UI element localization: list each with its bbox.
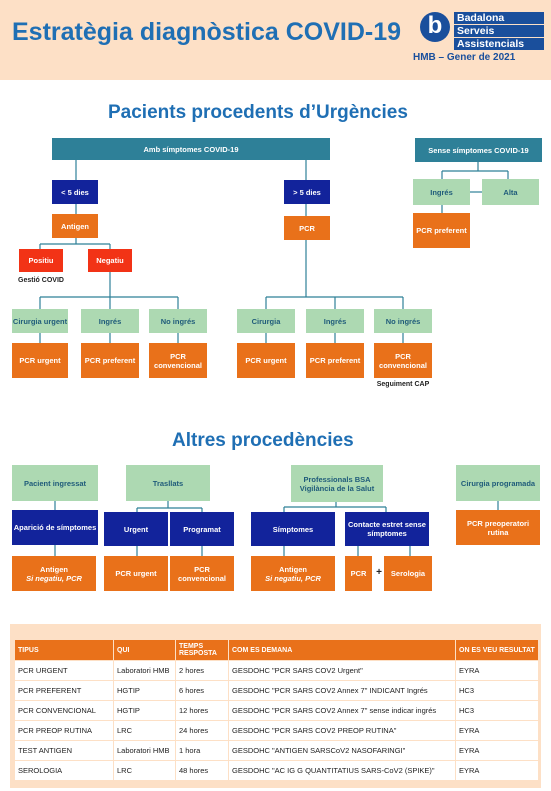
pcr-box: PCR bbox=[284, 216, 330, 240]
table-row: PCR PREFERENT HGTIP 6 hores GESDOHC "PCR… bbox=[14, 680, 539, 701]
no-ingres-box-2: No ingrés bbox=[374, 309, 432, 333]
cell-com: GESDOHC "PCR SARS COV2 PREOP RUTINA" bbox=[228, 720, 456, 741]
antigen-si-negatiu-box-1: Antigen Si negatiu, PCR bbox=[12, 556, 96, 591]
cell-tipus: TEST ANTIGEN bbox=[14, 740, 114, 761]
pcr-preop-box: PCR preoperatori rutina bbox=[456, 510, 540, 545]
simptomes-box: Símptomes bbox=[251, 512, 335, 546]
cell-qui: LRC bbox=[113, 720, 176, 741]
antigen-label: Antigen bbox=[279, 564, 307, 574]
antigen-label: Antigen bbox=[40, 564, 68, 574]
page-title: Estratègia diagnòstica COVID-19 bbox=[12, 18, 402, 46]
header-com: COM ES DEMANA bbox=[228, 639, 456, 661]
pcr-urgent-box-3: PCR urgent bbox=[104, 556, 168, 591]
professionals-box: Professionals BSA Vigilància de la Salut bbox=[291, 465, 383, 502]
cell-tipus: PCR URGENT bbox=[14, 660, 114, 681]
cell-com: GESDOHC "ANTIGEN SARSCoV2 NASOFARINGI" bbox=[228, 740, 456, 761]
urgent-box: Urgent bbox=[104, 512, 168, 546]
cell-qui: HGTIP bbox=[113, 680, 176, 701]
plus-sign: + bbox=[376, 567, 382, 578]
cell-qui: Laboratori HMB bbox=[113, 740, 176, 761]
trasllats-box: Trasllats bbox=[126, 465, 210, 501]
sense-pcr-preferent-box: PCR preferent bbox=[413, 213, 470, 248]
pcr-convencional-box-2: PCR convencional bbox=[374, 343, 432, 378]
cell-com: GESDOHC "AC IG G QUANTITATIUS SARS-CoV2 … bbox=[228, 760, 456, 781]
cell-qui: Laboratori HMB bbox=[113, 660, 176, 681]
cell-com: GESDOHC "PCR SARS COV2 Annex 7" sense in… bbox=[228, 700, 456, 721]
si-negatiu-label: Si negatiu, PCR bbox=[26, 573, 82, 583]
pcr-urgent-box-2: PCR urgent bbox=[237, 343, 295, 378]
cell-temps: 48 hores bbox=[175, 760, 229, 781]
section-title-urgencies: Pacients procedents d’Urgències bbox=[108, 102, 408, 123]
cell-com: GESDOHC "PCR SARS COV2 Urgent" bbox=[228, 660, 456, 681]
header-date: HMB – Gener de 2021 bbox=[413, 52, 516, 63]
cell-tipus: SEROLOGIA bbox=[14, 760, 114, 781]
si-negatiu-label: Si negatiu, PCR bbox=[265, 573, 321, 583]
header-qui: QUI bbox=[113, 639, 176, 661]
pcr-convencional-box-1: PCR convencional bbox=[149, 343, 207, 378]
table-header-row: TIPUS QUI TEMPS RESPOSTA COM ES DEMANA O… bbox=[14, 639, 539, 661]
tests-table: TIPUS QUI TEMPS RESPOSTA COM ES DEMANA O… bbox=[14, 639, 539, 781]
cell-temps: 24 hores bbox=[175, 720, 229, 741]
lt5-dies-box: < 5 dies bbox=[52, 180, 98, 204]
table-row: PCR CONVENCIONAL HGTIP 12 hores GESDOHC … bbox=[14, 700, 539, 721]
cell-tipus: PCR CONVENCIONAL bbox=[14, 700, 114, 721]
programat-box: Programat bbox=[170, 512, 234, 546]
negatiu-box: Negatiu bbox=[88, 249, 132, 272]
cell-qui: HGTIP bbox=[113, 700, 176, 721]
gestio-covid-label: Gestió COVID bbox=[18, 277, 64, 284]
aparicio-simptomes-box: Aparició de símptomes bbox=[12, 510, 98, 545]
pacient-ingressat-box: Pacient ingressat bbox=[12, 465, 98, 501]
cell-resultat: EYRA bbox=[455, 740, 539, 761]
header-wave bbox=[0, 68, 551, 78]
alta-box: Alta bbox=[482, 179, 539, 205]
cell-qui: LRC bbox=[113, 760, 176, 781]
serologia-box: Serologia bbox=[384, 556, 432, 591]
antigen-box: Antigen bbox=[52, 214, 98, 238]
cell-temps: 1 hora bbox=[175, 740, 229, 761]
header-resultat: ON ES VEU RESULTAT bbox=[455, 639, 539, 661]
table-row: SEROLOGIA LRC 48 hores GESDOHC "AC IG G … bbox=[14, 760, 539, 781]
amb-simptomes-box: Amb símptomes COVID-19 bbox=[52, 138, 330, 160]
cell-resultat: HC3 bbox=[455, 680, 539, 701]
cell-com: GESDOHC "PCR SARS COV2 Annex 7" INDICANT… bbox=[228, 680, 456, 701]
cell-resultat: EYRA bbox=[455, 660, 539, 681]
header-tipus: TIPUS bbox=[14, 639, 114, 661]
cell-resultat: EYRA bbox=[455, 760, 539, 781]
pcr-urgent-box-1: PCR urgent bbox=[12, 343, 68, 378]
antigen-si-negatiu-box-2: Antigen Si negatiu, PCR bbox=[251, 556, 335, 591]
cell-temps: 6 hores bbox=[175, 680, 229, 701]
logo-mark: b bbox=[420, 12, 450, 42]
cell-tipus: PCR PREFERENT bbox=[14, 680, 114, 701]
cell-resultat: EYRA bbox=[455, 720, 539, 741]
ingres-box-1: Ingrés bbox=[81, 309, 139, 333]
ingres-box-2: Ingrés bbox=[306, 309, 364, 333]
cell-temps: 12 hores bbox=[175, 700, 229, 721]
header-temps: TEMPS RESPOSTA bbox=[175, 639, 229, 661]
cirurgia-programada-box: Cirurgia programada bbox=[456, 465, 540, 501]
seguiment-cap-label: Seguiment CAP bbox=[376, 381, 430, 388]
pcr-box-contacte: PCR bbox=[345, 556, 372, 591]
cell-resultat: HC3 bbox=[455, 700, 539, 721]
sense-ingres-box: Ingrés bbox=[413, 179, 470, 205]
cell-tipus: PCR PREOP RUTINA bbox=[14, 720, 114, 741]
sense-simptomes-box: Sense símptomes COVID-19 bbox=[415, 138, 542, 162]
table-row: TEST ANTIGEN Laboratori HMB 1 hora GESDO… bbox=[14, 740, 539, 761]
cell-temps: 2 hores bbox=[175, 660, 229, 681]
cirurgia-urgent-box: Cirurgia urgent bbox=[12, 309, 68, 333]
cirurgia-box: Cirurgia bbox=[237, 309, 295, 333]
contacte-estret-box: Contacte estret sense símptomes bbox=[345, 512, 429, 546]
pcr-preferent-box-2: PCR preferent bbox=[306, 343, 364, 378]
logo-text: Badalona Serveis Assistencials bbox=[454, 12, 551, 51]
section-title-altres: Altres procedències bbox=[172, 430, 354, 451]
table-row: PCR URGENT Laboratori HMB 2 hores GESDOH… bbox=[14, 660, 539, 681]
no-ingres-box-1: No ingrés bbox=[149, 309, 207, 333]
pcr-preferent-box-1: PCR preferent bbox=[81, 343, 139, 378]
positiu-box: Positiu bbox=[19, 249, 63, 272]
table-row: PCR PREOP RUTINA LRC 24 hores GESDOHC "P… bbox=[14, 720, 539, 741]
pcr-convencional-box-3: PCR convencional bbox=[170, 556, 234, 591]
gt5-dies-box: > 5 dies bbox=[284, 180, 330, 204]
